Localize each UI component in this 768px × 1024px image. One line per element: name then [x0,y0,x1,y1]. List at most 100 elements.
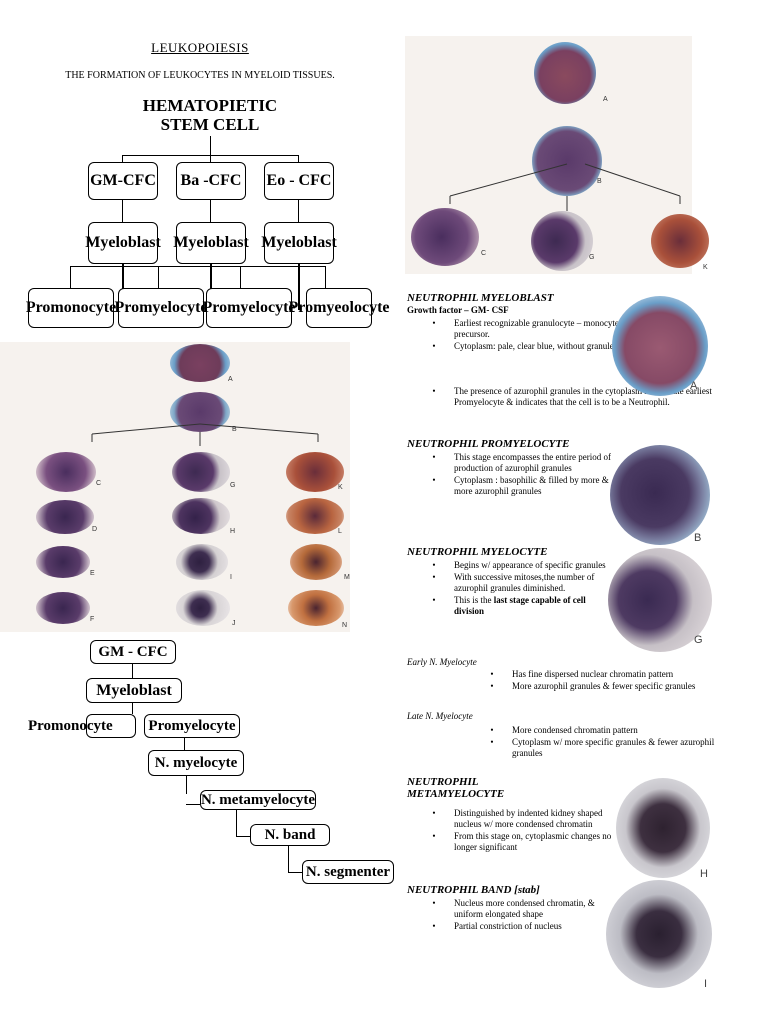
myeloblast-bullet-2: •Cytoplasm: pale, clear blue, without gr… [432,341,620,351]
band-bullet-1: •Nucleus more condensed chromatin, & uni… [432,898,595,919]
image-label-myeloblast: A [690,380,698,392]
cell-image-a [534,42,596,104]
heading-neutrophil-myelocyte: NEUTROPHIL MYELOCYTE [407,546,548,558]
myelocyte-bullet-1: •Begins w/ appearance of specific granul… [432,560,606,570]
myeloblast-bullets-wide: •The presence of azurophil granules in t… [432,386,744,409]
tree2-node-n-segmenter: N. segmenter [302,860,394,884]
myelocyte-bullet-2: •With successive mitoses,the number of a… [432,572,595,593]
cell-label-a-small: A [228,376,233,383]
tree2-node-n-metamyelocyte: N. metamyelocyte [200,790,316,810]
tree1-node-myeloblast-2: Myeloblast [173,222,249,264]
band-bullets: •Nucleus more condensed chromatin, & uni… [432,898,614,933]
cell-label-a: A [603,96,608,103]
band-bullet-2: •Partial constriction of nucleus [432,921,562,931]
heading-neutrophil-myeloblast: NEUTROPHIL MYELOBLAST [407,292,554,304]
promyelocyte-bullet-2: •Cytoplasm : basophilic & filled by more… [432,475,609,496]
tree1-node-promyelocyte-1: Promyelocyte [115,288,208,328]
image-band [606,880,712,988]
late-myelocyte-label: Late N. Myelocyte [407,711,473,721]
branch-lines-top [449,163,681,211]
cell-label-k-small: K [338,484,343,491]
image-label-myelocyte: G [694,634,703,646]
myeloblast-bullets: •Earliest recognizable granulocyte – mon… [432,318,626,353]
myelocyte-bullet-3: •This is the last stage capable of cell … [432,595,586,616]
metamyelocyte-bullet-2: •From this stage on, cytoplasmic changes… [432,831,612,852]
myeloblast-bullet-3: •The presence of azurophil granules in t… [432,386,712,407]
cell-label-b-small: B [232,426,237,433]
cell-image-i-small [176,544,228,580]
cell-label-f-small: F [90,616,95,623]
myelocyte-bullets: •Begins w/ appearance of specific granul… [432,560,614,618]
cell-image-e-small [36,546,90,578]
cell-label-g: G [589,254,595,261]
metamyelocyte-bullet-1: •Distinguished by indented kidney shaped… [432,808,603,829]
tree2-node-gm-cfc: GM - CFC [90,640,176,664]
cell-image-a-small [170,344,230,382]
cell-label-j-small: J [232,620,236,627]
early-bullet-2: •More azurophil granules & fewer specifi… [490,681,696,691]
cell-label-c: C [481,250,487,257]
cell-image-g [531,211,593,271]
heading-neutrophil-band: NEUTROPHIL BAND [stab] [407,884,540,896]
myelocyte-bold-text: last stage capable of cell division [454,595,586,616]
cell-image-k [651,214,709,268]
cell-label-d-small: D [92,526,98,533]
tree2-node-n-band: N. band [250,824,330,846]
late-bullet-2: •Cytoplasm w/ more specific granules & f… [490,737,715,758]
cell-label-b: B [597,178,602,185]
tree2-node-n-myelocyte: N. myelocyte [148,750,244,776]
cell-image-l-small [286,498,344,534]
promyelocyte-bullets: •This stage encompasses the entire perio… [432,452,614,498]
heading-neutrophil-promyelocyte: NEUTROPHIL PROMYELOCYTE [407,438,570,450]
image-promyelocyte [610,445,710,545]
tree1-node-ba-cfc: Ba -CFC [176,162,246,200]
tree1-node-myeloblast-3: Myeloblast [261,222,337,264]
cell-label-n-small: N [342,622,348,629]
tree1-node-eo-cfc: Eo - CFC [264,162,334,200]
metamyelocyte-heading-line2: METAMYELOCYTE [407,788,505,800]
tree2-node-promonocyte: Promonocyte [28,718,113,734]
cell-image-k-small [286,452,344,492]
late-bullet-1: •More condensed chromatin pattern [490,725,638,735]
tree1-node-promyelocyte-2: Promyelocyte [203,288,296,328]
cell-label-e-small: E [90,570,95,577]
cell-image-c [411,208,479,266]
cell-image-c-small [36,452,96,492]
cell-label-m-small: M [344,574,350,581]
cell-label-g-small: G [230,482,236,489]
cell-image-j-small [176,590,230,626]
cell-image-h-small [172,498,230,534]
cell-image-g-small [172,452,230,492]
image-label-band: I [704,978,708,990]
cell-label-i-small: I [230,574,232,581]
page-subtitle: THE FORMATION OF LEUKOCYTES IN MYELOID T… [65,70,335,81]
heading-neutrophil-metamyelocyte: NEUTROPHIL METAMYELOCYTE [407,776,607,800]
image-label-metamyelocyte: H [700,868,708,880]
branch-lines-mid [91,423,319,446]
image-myelocyte [608,548,712,652]
cell-image-b [532,126,602,196]
photo-granulocyte-series-full: A B C G K D H L E I M F J N [0,342,350,632]
tree1-node-promonocyte: Promonocyte [26,288,116,328]
image-myeloblast [612,296,708,396]
image-metamyelocyte [616,778,710,878]
image-label-promyelocyte: B [694,532,702,544]
cell-image-m-small [290,544,342,580]
early-myelocyte-label: Early N. Myelocyte [407,657,477,667]
tree1-root: HEMATOPIETIC STEM CELL [110,96,310,134]
early-myelocyte-bullets: •Has fine dispersed nuclear chromatin pa… [490,669,742,693]
cell-label-h-small: H [230,528,236,535]
page-title: LEUKOPOIESIS [151,40,249,55]
metamyelocyte-bullets: •Distinguished by indented kidney shaped… [432,808,622,854]
cell-image-n-small [288,590,344,626]
promyelocyte-bullet-1: •This stage encompasses the entire perio… [432,452,611,473]
tree1-node-gm-cfc: GM-CFC [88,162,158,200]
cell-label-l-small: L [338,528,342,535]
late-myelocyte-bullets: •More condensed chromatin pattern •Cytop… [490,725,742,760]
tree1-root-line2: STEM CELL [160,115,260,134]
cell-image-d-small [36,500,94,534]
cell-label-k: K [703,264,708,271]
cell-image-f-small [36,592,90,624]
early-bullet-1: •Has fine dispersed nuclear chromatin pa… [490,669,674,679]
tree2-node-promyelocyte: Promyelocyte [144,714,240,738]
